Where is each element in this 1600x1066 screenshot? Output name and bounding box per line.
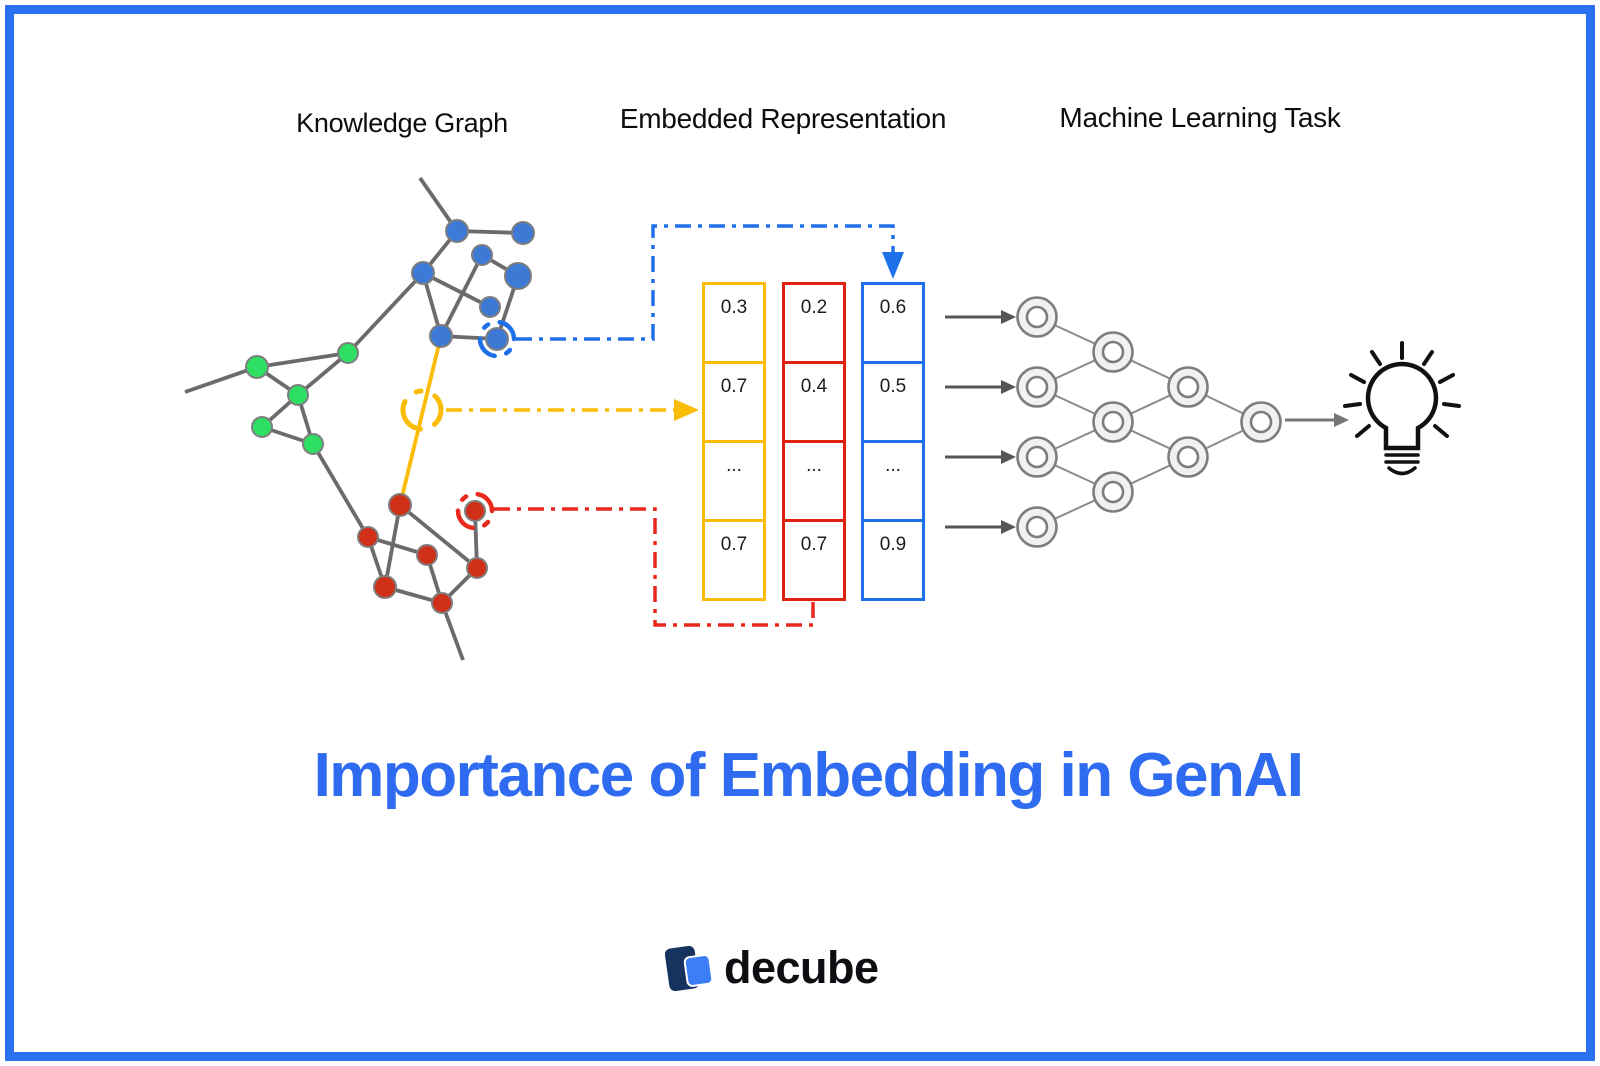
graph-edge	[422, 271, 491, 309]
blue-highlight-ring	[477, 319, 517, 359]
graph-node-red	[431, 592, 453, 614]
vector-cell: 0.9	[861, 519, 925, 601]
graph-node-red	[373, 575, 397, 599]
yellow-arrowhead	[674, 399, 699, 421]
graph-node-blue	[504, 262, 532, 290]
vector-cell: ...	[782, 440, 846, 522]
graph-node-red	[466, 557, 488, 579]
graph-edge	[311, 443, 370, 538]
decube-logo-light-cube-icon	[682, 953, 715, 988]
vector-cell: ...	[861, 440, 925, 522]
graph-node-green	[287, 384, 309, 406]
graph-node-green	[245, 355, 269, 379]
graph-node-blue	[411, 261, 435, 285]
vector-cell: 0.2	[782, 282, 846, 364]
output-arrowhead	[1334, 413, 1349, 427]
graph-edge	[346, 271, 425, 355]
vector-column-red: 0.2 0.4 ... 0.7	[782, 282, 846, 601]
lightbulb-icon	[1343, 341, 1461, 476]
nn-layer-2	[1092, 331, 1134, 513]
knowledge-graph-header: Knowledge Graph	[296, 108, 508, 138]
page-title: Importance of Embedding in GenAI	[313, 741, 1304, 810]
graph-node-blue	[471, 244, 493, 266]
blue-connector-line	[516, 224, 895, 341]
embedded-representation-header: Embedded Representation	[619, 103, 947, 134]
nn-output-layer	[1240, 401, 1282, 443]
graph-edge	[256, 351, 349, 369]
input-arrowheads	[1001, 310, 1016, 534]
vector-column-yellow: 0.3 0.7 ... 0.7	[702, 282, 766, 601]
vector-cell: 0.7	[782, 519, 846, 601]
graph-edge	[184, 365, 258, 394]
graph-node-blue-highlighted	[485, 327, 509, 351]
yellow-highlight-ring	[400, 388, 444, 432]
vector-cell: 0.5	[861, 361, 925, 443]
knowledge-graph-nodes	[245, 219, 535, 614]
highlighted-graph-edge	[398, 335, 443, 506]
vector-cell: 0.7	[702, 519, 766, 601]
decube-logo-text: decube	[724, 942, 879, 993]
graph-node-red-highlighted	[464, 500, 486, 522]
machine-learning-task-header: Machine Learning Task	[1059, 102, 1341, 133]
graph-node-green	[251, 416, 273, 438]
graph-node-red	[416, 544, 438, 566]
graph-node-blue	[429, 324, 453, 348]
vector-cell: ...	[702, 440, 766, 522]
vector-cell: 0.7	[702, 361, 766, 443]
input-arrows	[945, 315, 1001, 529]
graph-node-blue	[445, 219, 469, 243]
lightbulb-rays	[1343, 341, 1461, 438]
vector-cell: 0.6	[861, 282, 925, 364]
vector-cell: 0.4	[782, 361, 846, 443]
graph-node-blue	[511, 221, 535, 245]
vector-column-blue: 0.6 0.5 ... 0.9	[861, 282, 925, 601]
graph-node-green	[337, 342, 359, 364]
nn-layer-3	[1167, 366, 1209, 478]
nn-layer-1	[1016, 296, 1058, 548]
nn-neurons	[1016, 296, 1282, 548]
graph-edge	[439, 254, 484, 337]
red-connector-line	[494, 507, 815, 627]
blue-arrowhead	[882, 252, 904, 279]
graph-edge	[398, 503, 479, 570]
vector-cell: 0.3	[702, 282, 766, 364]
red-highlight-ring	[455, 491, 495, 531]
neural-network	[1016, 296, 1282, 548]
graph-node-blue	[479, 296, 501, 318]
graph-node-green	[302, 433, 324, 455]
nn-links	[1036, 316, 1262, 528]
graph-node-red	[357, 526, 379, 548]
graph-node-red	[388, 493, 412, 517]
decube-logo: decube	[664, 938, 944, 1008]
